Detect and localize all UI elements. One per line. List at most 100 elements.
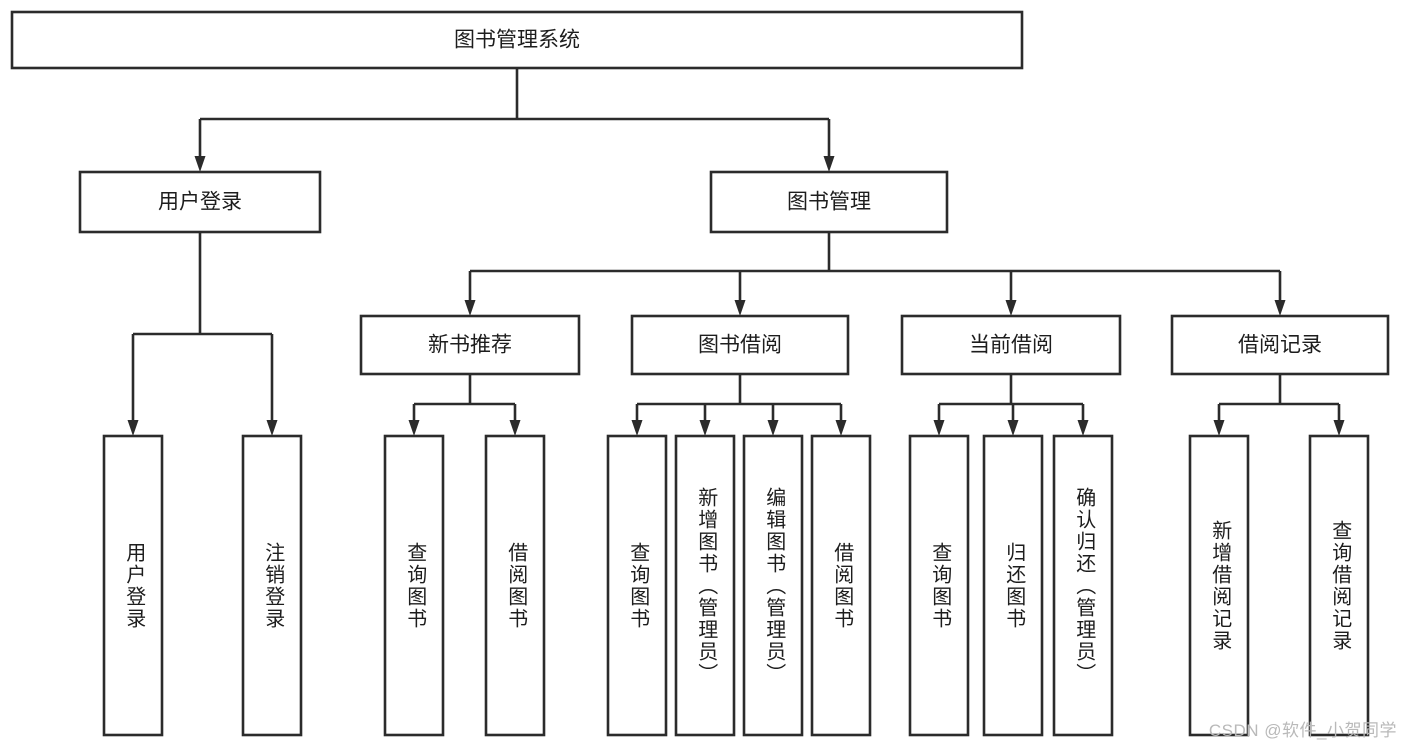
node-box-bw-query	[606, 434, 668, 737]
edges-from-bookmgmt	[464, 232, 1286, 316]
node-label-wrap-login-out: 注销登录	[261, 541, 284, 630]
node-label-wrap-cur-query: 查询图书	[928, 541, 951, 630]
arrow-head-icon-cur-query	[933, 420, 945, 436]
node-label-rec-add: 新增借阅记录	[1208, 519, 1231, 652]
node-label-wrap-cur-confirm: 确认归还（管理员）	[1072, 486, 1095, 685]
arrow-head-icon-bw-edit	[767, 420, 779, 436]
arrow-head-icon-rec-query	[1333, 420, 1345, 436]
node-login-do[interactable]: 用户登录	[102, 434, 164, 737]
node-label-bw-add: 新增图书（管理员）	[694, 486, 717, 685]
node-box-borrow	[630, 314, 850, 376]
node-box-bw-borrow	[810, 434, 872, 737]
node-record[interactable]: 借阅记录	[1170, 314, 1390, 376]
arrow-head-icon-bookmgmt	[823, 156, 835, 172]
node-current[interactable]: 当前借阅	[900, 314, 1122, 376]
node-label-borrow: 图书借阅	[698, 334, 782, 357]
node-label-bw-borrow: 借阅图书	[830, 541, 853, 630]
node-login[interactable]: 用户登录	[78, 170, 322, 234]
node-box-login-do	[102, 434, 164, 737]
node-box-bw-add	[674, 434, 736, 737]
arrow-head-icon-bw-query	[631, 420, 643, 436]
node-box-current	[900, 314, 1122, 376]
node-root[interactable]: 图书管理系统	[10, 10, 1024, 70]
node-label-wrap-new-query: 查询图书	[403, 541, 426, 630]
arrow-head-icon-login	[194, 156, 206, 172]
node-new-query[interactable]: 查询图书	[383, 434, 445, 737]
node-label-rec-query: 查询借阅记录	[1328, 519, 1351, 652]
node-box-record	[1170, 314, 1390, 376]
node-new-borrow[interactable]: 借阅图书	[484, 434, 546, 737]
node-box-cur-confirm	[1052, 434, 1114, 737]
node-bw-query[interactable]: 查询图书	[606, 434, 668, 737]
arrow-head-icon-newbook	[464, 300, 476, 316]
node-label-root: 图书管理系统	[454, 29, 580, 52]
node-box-cur-return	[982, 434, 1044, 737]
arrow-head-icon-login-do	[127, 420, 139, 436]
arrow-head-icon-bw-borrow	[835, 420, 847, 436]
node-label-wrap-bw-query: 查询图书	[626, 541, 649, 630]
node-box-new-query	[383, 434, 445, 737]
node-label-record: 借阅记录	[1238, 334, 1322, 357]
connector-layer	[127, 68, 1345, 436]
node-label-bookmgmt: 图书管理	[787, 191, 871, 214]
node-box-newbook	[359, 314, 581, 376]
node-label-newbook: 新书推荐	[428, 334, 512, 357]
arrow-head-icon-cur-return	[1007, 420, 1019, 436]
edges-from-newbook	[408, 374, 521, 436]
node-label-wrap-new-borrow: 借阅图书	[504, 541, 527, 630]
node-login-out[interactable]: 注销登录	[241, 434, 303, 737]
edges-from-login	[127, 232, 278, 436]
edges-from-root	[194, 68, 835, 172]
node-rec-add[interactable]: 新增借阅记录	[1188, 434, 1250, 737]
node-label-wrap-rec-query: 查询借阅记录	[1328, 519, 1351, 652]
node-cur-confirm[interactable]: 确认归还（管理员）	[1052, 434, 1114, 737]
node-bw-add[interactable]: 新增图书（管理员）	[674, 434, 736, 737]
node-layer: 图书管理系统用户登录图书管理新书推荐图书借阅当前借阅借阅记录用户登录注销登录查询…	[10, 10, 1390, 737]
node-label-bw-query: 查询图书	[626, 541, 649, 630]
node-label-cur-query: 查询图书	[928, 541, 951, 630]
node-label-wrap-bw-edit: 编辑图书（管理员）	[762, 486, 785, 685]
node-label-cur-return: 归还图书	[1002, 541, 1025, 630]
node-box-cur-query	[908, 434, 970, 737]
node-bw-edit[interactable]: 编辑图书（管理员）	[742, 434, 804, 737]
node-newbook[interactable]: 新书推荐	[359, 314, 581, 376]
node-label-wrap-login-do: 用户登录	[122, 541, 145, 630]
arrow-head-icon-login-out	[266, 420, 278, 436]
watermark-label: CSDN @软件_小贺同学	[1208, 721, 1397, 740]
node-label-wrap-cur-return: 归还图书	[1002, 541, 1025, 630]
arrow-head-icon-current	[1005, 300, 1017, 316]
edges-from-record	[1213, 374, 1345, 436]
node-box-bw-edit	[742, 434, 804, 737]
arrow-head-icon-cur-confirm	[1077, 420, 1089, 436]
arrow-head-icon-bw-add	[699, 420, 711, 436]
arrow-head-icon-new-query	[408, 420, 420, 436]
node-label-cur-confirm: 确认归还（管理员）	[1072, 486, 1095, 685]
edges-from-borrow	[631, 374, 847, 436]
node-bookmgmt[interactable]: 图书管理	[709, 170, 949, 234]
node-label-login-do: 用户登录	[122, 541, 145, 630]
arrow-head-icon-borrow	[734, 300, 746, 316]
node-box-login-out	[241, 434, 303, 737]
node-box-root	[10, 10, 1024, 70]
arrow-head-icon-rec-add	[1213, 420, 1225, 436]
node-label-current: 当前借阅	[969, 334, 1053, 357]
node-label-wrap-bw-borrow: 借阅图书	[830, 541, 853, 630]
arrow-head-icon-record	[1274, 300, 1286, 316]
node-rec-query[interactable]: 查询借阅记录	[1308, 434, 1370, 737]
node-label-wrap-rec-add: 新增借阅记录	[1208, 519, 1231, 652]
node-box-login	[78, 170, 322, 234]
node-label-wrap-bw-add: 新增图书（管理员）	[694, 486, 717, 685]
node-label-new-borrow: 借阅图书	[504, 541, 527, 630]
node-borrow[interactable]: 图书借阅	[630, 314, 850, 376]
node-label-bw-edit: 编辑图书（管理员）	[762, 486, 785, 685]
node-cur-return[interactable]: 归还图书	[982, 434, 1044, 737]
node-box-rec-query	[1308, 434, 1370, 737]
node-label-login-out: 注销登录	[261, 541, 284, 630]
arrow-head-icon-new-borrow	[509, 420, 521, 436]
node-label-new-query: 查询图书	[403, 541, 426, 630]
node-box-bookmgmt	[709, 170, 949, 234]
node-cur-query[interactable]: 查询图书	[908, 434, 970, 737]
node-bw-borrow[interactable]: 借阅图书	[810, 434, 872, 737]
